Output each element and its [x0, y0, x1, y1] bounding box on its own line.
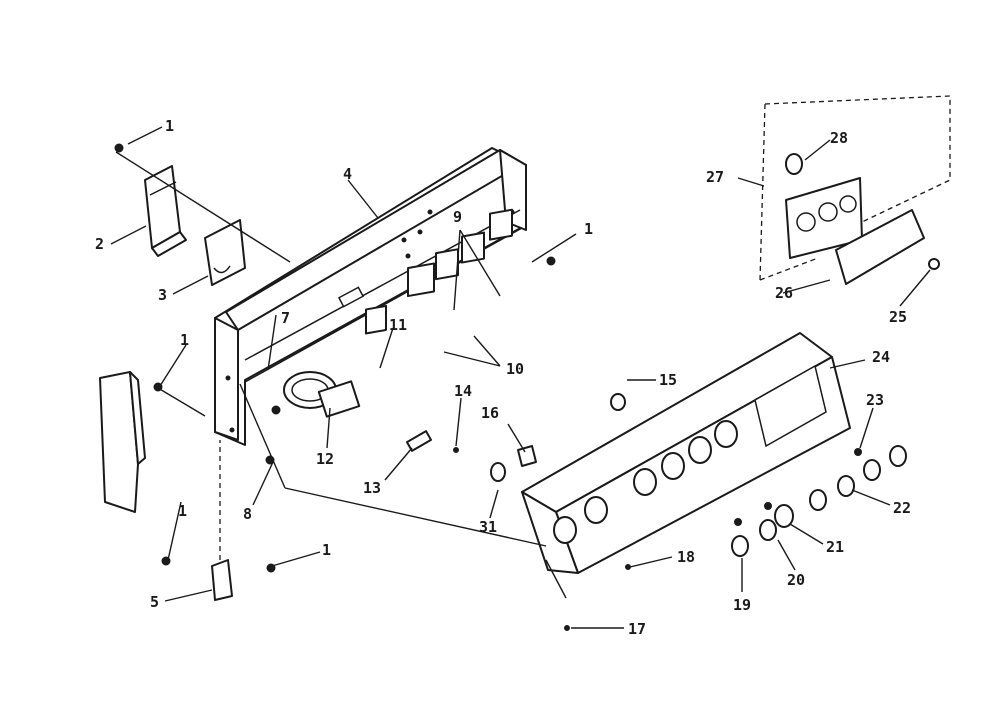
- callout-26: 26: [775, 284, 793, 302]
- callout-19: 19: [733, 596, 751, 614]
- callout-17: 17: [628, 620, 646, 638]
- callout-8: 8: [243, 505, 252, 523]
- clock-module: [759, 95, 951, 285]
- callout-23: 23: [866, 391, 884, 409]
- callout-1-right: 1: [584, 220, 593, 238]
- callout-3: 3: [158, 286, 167, 304]
- callout-7: 7: [281, 309, 290, 327]
- callout-24: 24: [872, 348, 890, 366]
- callout-4: 4: [343, 165, 352, 183]
- callout-25: 25: [889, 308, 907, 326]
- leader-lines: [110, 126, 931, 629]
- callout-2: 2: [95, 235, 104, 253]
- knob-set: [731, 445, 907, 557]
- callout-1-bottom-left: 1: [178, 502, 187, 520]
- switch-block: [365, 208, 513, 335]
- callout-13: 13: [363, 479, 381, 497]
- callout-11: 11: [389, 316, 407, 334]
- callout-1-top-left: 1: [165, 117, 174, 135]
- callout-18: 18: [677, 548, 695, 566]
- callout-15: 15: [659, 371, 677, 389]
- callout-labels: 1 2 3 4 1 9 7 11 10 1 14 15 16 12 13 8 3…: [95, 117, 911, 638]
- end-cap-left: [99, 371, 146, 513]
- callout-20: 20: [787, 571, 805, 589]
- callout-27: 27: [706, 168, 724, 186]
- callout-28: 28: [830, 129, 848, 147]
- wiring-harness: [283, 371, 361, 418]
- control-panel: [521, 332, 851, 574]
- callout-1-left-middle: 1: [180, 331, 189, 349]
- callout-9: 9: [453, 208, 462, 226]
- callout-22: 22: [893, 499, 911, 517]
- small-parts: [490, 393, 626, 482]
- bracket-part-2: [144, 165, 187, 257]
- bracket-part-5: [211, 440, 233, 601]
- callout-21: 21: [826, 538, 844, 556]
- callout-16: 16: [481, 404, 499, 422]
- callout-12: 12: [316, 450, 334, 468]
- callout-1-bottom: 1: [322, 541, 331, 559]
- callout-10: 10: [506, 360, 524, 378]
- callout-31: 31: [479, 518, 497, 536]
- backguard-panel: [214, 147, 527, 446]
- callout-5: 5: [150, 593, 159, 611]
- hardware-13-14: [405, 430, 459, 453]
- bracket-part-3: [204, 219, 246, 286]
- callout-14: 14: [454, 382, 472, 400]
